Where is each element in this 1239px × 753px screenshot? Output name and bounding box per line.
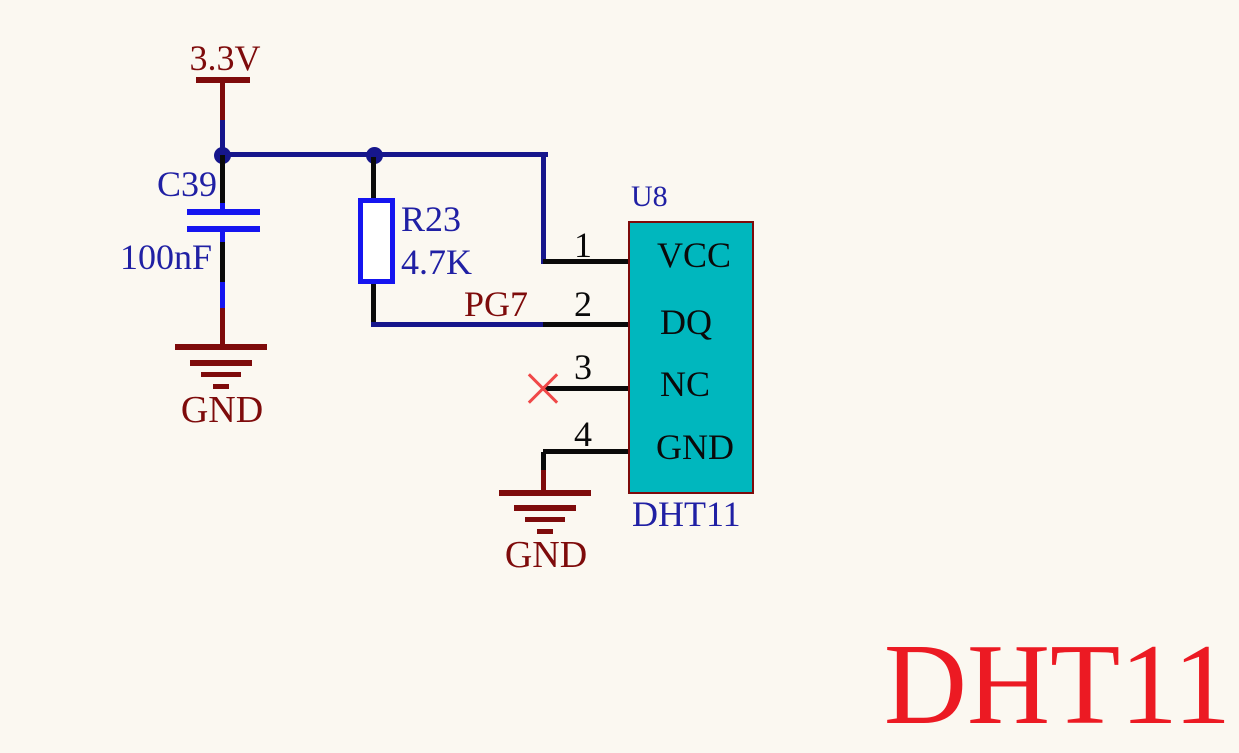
pin-number: 1 (574, 225, 592, 265)
resistor-pin-wire (371, 157, 376, 200)
resistor-value: 4.7K (401, 242, 472, 282)
ground-label: GND (180, 389, 264, 431)
pin-number: 2 (574, 284, 592, 324)
capacitor-lead (220, 232, 225, 242)
capacitor-pin-wire (220, 155, 225, 205)
capacitor-designator: C39 (156, 164, 217, 204)
wire-segment (541, 152, 546, 264)
ground-stem (541, 470, 546, 493)
capacitor-value: 100nF (119, 237, 212, 277)
ground-bar (537, 529, 553, 534)
wire-segment (220, 120, 225, 156)
capacitor-plate-top (187, 209, 260, 215)
wire-segment (220, 282, 225, 308)
ground-bar (525, 517, 565, 522)
ground-bar (514, 505, 576, 511)
ic-pin-name-gnd: GND (656, 427, 734, 467)
pin-line-4 (543, 449, 628, 454)
power-net-label: 3.3V (189, 38, 261, 78)
ground-bar (499, 490, 591, 496)
pin-number: 4 (574, 414, 592, 454)
ground-bar (213, 384, 229, 389)
ic-pin-name-dq: DQ (660, 302, 712, 342)
ground-bar (190, 360, 252, 366)
ground-label: GND (504, 534, 588, 576)
pin-line-2 (543, 322, 628, 327)
wire-segment (541, 452, 546, 472)
capacitor-lead (220, 203, 225, 211)
ground-bar (201, 372, 241, 377)
wire-segment (371, 322, 545, 327)
pin-line-1 (543, 259, 628, 264)
sheet-title: DHT11 (883, 621, 1231, 748)
ground-bar (175, 344, 267, 350)
resistor-pin-wire (371, 284, 376, 325)
ic-designator: U8 (631, 180, 668, 213)
ic-part-label: DHT11 (632, 494, 741, 534)
ic-body (628, 221, 754, 494)
ic-pin-name-vcc: VCC (657, 235, 732, 275)
resistor-designator: R23 (401, 199, 462, 239)
ic-pin-name-nc: NC (660, 364, 711, 404)
power-stem (220, 80, 225, 120)
junction-dot (366, 147, 383, 164)
net-label: PG7 (463, 284, 528, 324)
resistor-body (358, 198, 395, 284)
ground-stem (220, 308, 225, 347)
capacitor-pin-wire (220, 242, 225, 282)
no-connect-icon (523, 369, 563, 409)
pin-line-3 (543, 386, 628, 391)
pin-number: 3 (574, 347, 592, 387)
capacitor-plate-bottom (187, 226, 260, 232)
wire-segment (220, 152, 548, 157)
